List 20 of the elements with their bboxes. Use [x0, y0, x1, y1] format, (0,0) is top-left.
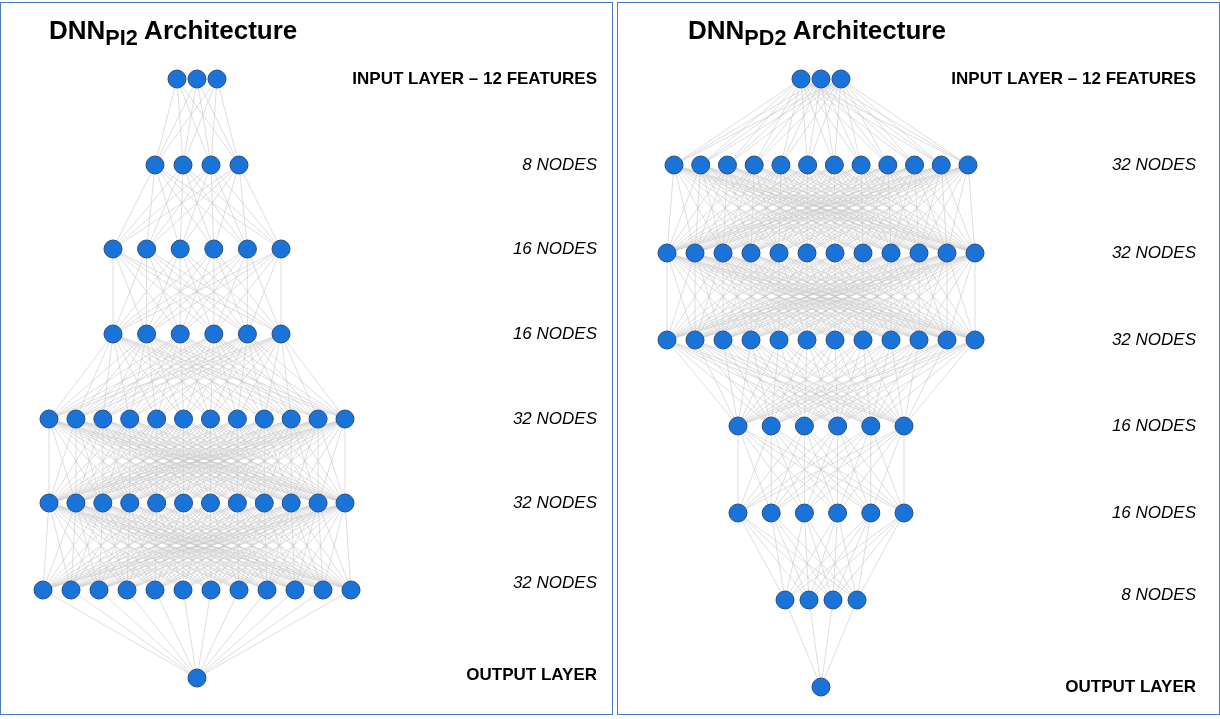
node-count-label: 16 NODES	[1111, 416, 1196, 436]
node-count-label: 32 NODES	[1111, 330, 1196, 350]
node-count-label: 32 NODES	[512, 409, 597, 429]
node-count-label: 16 NODES	[512, 239, 597, 259]
node-count-label: 32 NODES	[1111, 155, 1196, 175]
node-count-label: 8 NODES	[522, 155, 597, 175]
node-count-label: 8 NODES	[1121, 585, 1196, 605]
layer-label: INPUT LAYER – 12 FEATURES	[352, 69, 597, 89]
layer-label: INPUT LAYER – 12 FEATURES	[951, 69, 1196, 89]
node-count-label: 16 NODES	[1111, 503, 1196, 523]
node-count-label: 32 NODES	[512, 493, 597, 513]
layer-label: OUTPUT LAYER	[1065, 677, 1196, 697]
architecture-panel	[0, 2, 613, 715]
node-count-label: 32 NODES	[512, 573, 597, 593]
panel-title: DNN$_{PI2}$ Architecture	[49, 15, 298, 52]
node-count-label: 16 NODES	[512, 324, 597, 344]
panel-title: DNN$_{PD2}$ Architecture	[688, 15, 946, 52]
node-count-label: 32 NODES	[1111, 243, 1196, 263]
architecture-panel	[617, 2, 1220, 715]
layer-label: OUTPUT LAYER	[466, 665, 597, 685]
